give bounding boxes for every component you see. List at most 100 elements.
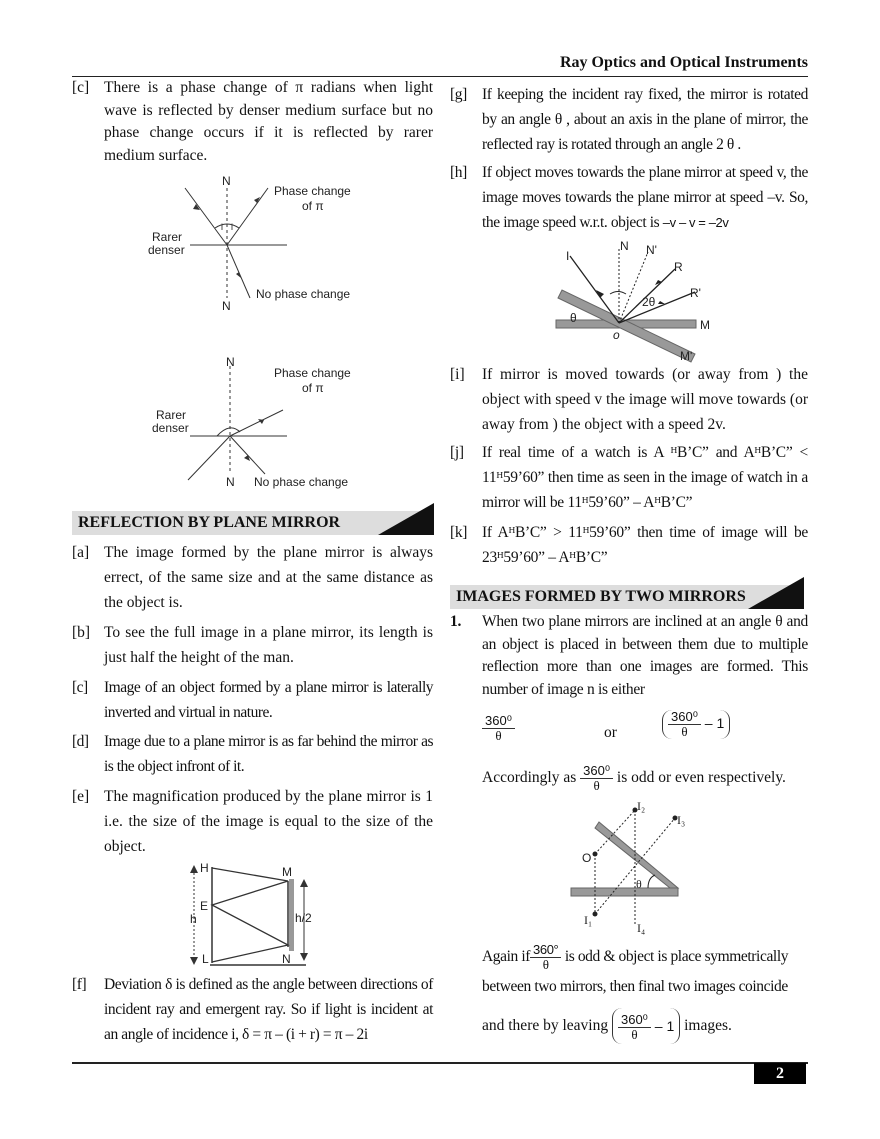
no-phase-label: No phase change [254,475,348,489]
image-1-label: I₁ [584,913,592,927]
object-label: O [582,851,591,865]
angle-i-label: i [231,222,233,232]
height-h-label: h [190,912,197,926]
phase-change-diagram-1: i i N N Phase change of π Rarer denser N… [148,174,351,310]
item-label: 1. [450,613,462,630]
theta-label: θ [570,311,577,325]
half-height-label: h/2 [295,911,312,925]
two-mirror-diagram: O I₂ I₃ I₁ I₄ θ [570,800,685,935]
normal-label: N [222,174,231,188]
item-k: [k] If AᴴB’C” > 11ᴴ59’60” then time of im… [450,520,808,570]
mirror-m-label: M [700,318,710,332]
item-text: The magnification produced by the plane … [104,788,433,855]
item-label: [a] [72,544,90,561]
item-c-phase: [c] There is a phase change of π radians… [72,77,433,167]
running-header: Ray Optics and Optical Instruments [559,54,808,71]
reflected-prime-label: R' [690,286,701,300]
item-label: [f] [72,976,87,993]
normal-label: N [620,239,629,253]
item-label: [e] [72,788,90,805]
section-title: REFLECTION BY PLANE MIRROR [78,514,341,531]
denominator: θ [542,956,549,972]
numerator: 360⁰ [580,763,614,779]
normal-label: N [222,299,231,310]
item-text: Image due to a plane mirror is as far be… [104,733,434,775]
item-text: Deviation δ is defined as the angle betw… [104,976,433,1043]
phase-label: of π [302,381,324,395]
paragraph-1: 1.When two plane mirrors are inclined at… [450,611,808,701]
speed-formula: –v – v = –2v [662,215,729,230]
normal-label: N [226,475,235,489]
item-label: [d] [72,733,89,750]
item-text: To see the full image in a plane mirror,… [104,624,433,666]
image-4-label: I₄ [637,921,645,935]
item-a: [a] The image formed by the plane mirror … [72,540,433,615]
item-text: The image formed by the plane mirror is … [104,544,433,611]
phase-change-diagram-2: N N Phase change of π Rarer denser No ph… [152,355,351,489]
section-heading-plane-mirror: REFLECTION BY PLANE MIRROR [72,503,434,535]
item-b: [b] To see the full image in a plane mirr… [72,620,433,670]
item-label: [g] [450,86,467,103]
item-label: [b] [72,624,91,641]
mirror-m-prime-label: M' [680,349,692,363]
rarer-label: Rarer [152,230,182,244]
normal-label: N [226,355,235,369]
incident-label: I [566,249,569,263]
or-text: or [604,724,617,741]
point-h-label: H [200,861,209,875]
item-c: [c] Image of an object formed by a plane … [72,675,434,725]
item-g: [g] If keeping the incident ray fixed, th… [450,82,808,157]
image-2-label: I₂ [637,800,645,813]
heading-triangle-decoration [748,577,804,609]
phase-label: Phase change [274,184,351,198]
section-heading-two-mirrors: IMAGES FORMED BY TWO MIRRORS [450,577,804,609]
item-text: If AᴴB’C” > 11ᴴ59’60” then time of image… [482,524,808,566]
header-rule [72,76,808,77]
item-text: If object moves towards the plane mirror… [482,164,808,231]
point-o-label: o [613,328,620,342]
point-m-label: M [282,865,292,879]
section-title: IMAGES FORMED BY TWO MIRRORS [456,588,746,605]
text: and there by leaving [482,1017,609,1034]
denser-label: denser [148,243,185,257]
item-text: If keeping the incident ray fixed, the m… [482,86,808,153]
point-e-label: E [200,899,208,913]
denominator: θ [631,1027,638,1043]
angle-i-label: i [221,222,223,232]
item-text: There is a phase change of π radians whe… [104,79,433,164]
item-text: If real time of a watch is A ᴴB’C” and A… [482,444,808,511]
reflected-label: R [674,260,683,274]
item-j: [j] If real time of a watch is A ᴴB’C” an… [450,440,808,515]
text: is odd & object is place symmetrically b… [482,948,789,995]
text: is odd or even respectively. [616,769,786,786]
normal-prime-label: N' [646,243,657,257]
item-i: [i] If mirror is moved towards (or away f… [450,362,808,437]
two-theta-label: 2θ [642,295,656,309]
rotated-mirror-diagram: I N N' R R' 2θ θ M M' o [555,239,710,363]
item-label: [i] [450,366,465,383]
denominator: θ [593,777,600,793]
point-n-label: N [282,952,291,966]
item-label: [h] [450,164,467,181]
item-text: Image of an object formed by a plane mir… [104,679,434,721]
point-l-label: L [202,952,209,966]
plane-mirror-height-diagram: H M E h h/2 L N [190,861,312,966]
no-phase-label: No phase change [256,287,350,301]
item-h: [h] If object moves towards the plane mir… [450,160,808,235]
denser-label: denser [152,421,189,435]
denominator: θ [681,724,688,739]
item-label: [k] [450,524,468,541]
minus-one: – 1 [704,715,725,732]
phase-label: Phase change [274,366,351,380]
item-label: [j] [450,444,464,461]
numerator: 360⁰ [668,710,701,725]
rarer-label: Rarer [156,408,186,422]
text: Again if [482,948,531,965]
text: images. [684,1017,732,1034]
item-label: [c] [72,679,88,696]
item-text: If mirror is moved towards (or away from… [482,366,808,433]
